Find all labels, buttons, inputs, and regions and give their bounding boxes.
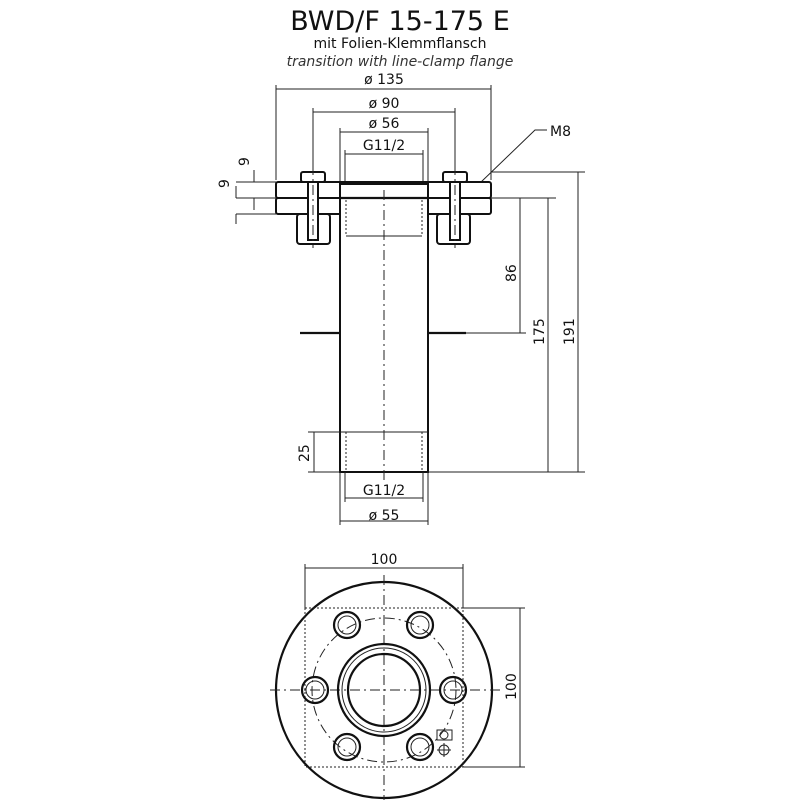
dim-foil-height: 86 — [504, 264, 520, 282]
dim-pipe-length: 175 — [532, 318, 548, 345]
top-view: 100 100 — [270, 552, 525, 800]
dim-bolt-circle: ø 90 — [369, 96, 400, 112]
dim-pipe-diameter: ø 55 — [369, 508, 400, 524]
drawing-title: BWD/F 15-175 E — [290, 6, 510, 37]
side-view: ø 135 ø 90 ø 56 G11/2 M8 — [217, 72, 585, 525]
dim-width: 100 — [371, 552, 398, 568]
bolt-right — [442, 165, 468, 248]
pipe-bore — [346, 652, 422, 728]
bolt-left — [300, 165, 326, 248]
pipe-outer-ring — [336, 642, 432, 738]
subtitle-english: transition with line-clamp flange — [287, 54, 514, 70]
dim-plate-lower: 9 — [217, 179, 233, 188]
dim-thread-top: G11/2 — [363, 138, 405, 154]
dim-height: 100 — [504, 673, 520, 700]
bolt-holes — [300, 610, 468, 762]
dim-inner-top: ø 56 — [369, 116, 400, 132]
bolt-hole — [405, 610, 435, 640]
bolt-hole — [438, 675, 468, 705]
bolt-hole — [332, 732, 362, 762]
square-clamp-outline — [304, 607, 464, 768]
dim-thread-bottom: G11/2 — [363, 483, 405, 499]
dim-flange-diameter: ø 135 — [364, 72, 404, 88]
thread-length-dim — [308, 431, 340, 473]
projection-symbol — [436, 729, 453, 757]
dimension-lines-bottom — [339, 472, 429, 525]
plate-thickness-dims — [235, 170, 276, 224]
bolt-hole — [405, 732, 435, 762]
dim-thread-length: 25 — [297, 444, 313, 462]
dim-plate-upper: 9 — [237, 157, 253, 166]
dimension-lines-top — [275, 85, 492, 195]
subtitle-german: mit Folien-Klemmflansch — [314, 36, 487, 52]
pipe-body — [339, 183, 429, 473]
dim-total-length: 191 — [562, 318, 578, 345]
dim-bolt-label: M8 — [550, 124, 571, 140]
bolt-hole — [332, 610, 362, 640]
bolt-hole — [300, 675, 330, 705]
length-dims — [428, 171, 585, 473]
